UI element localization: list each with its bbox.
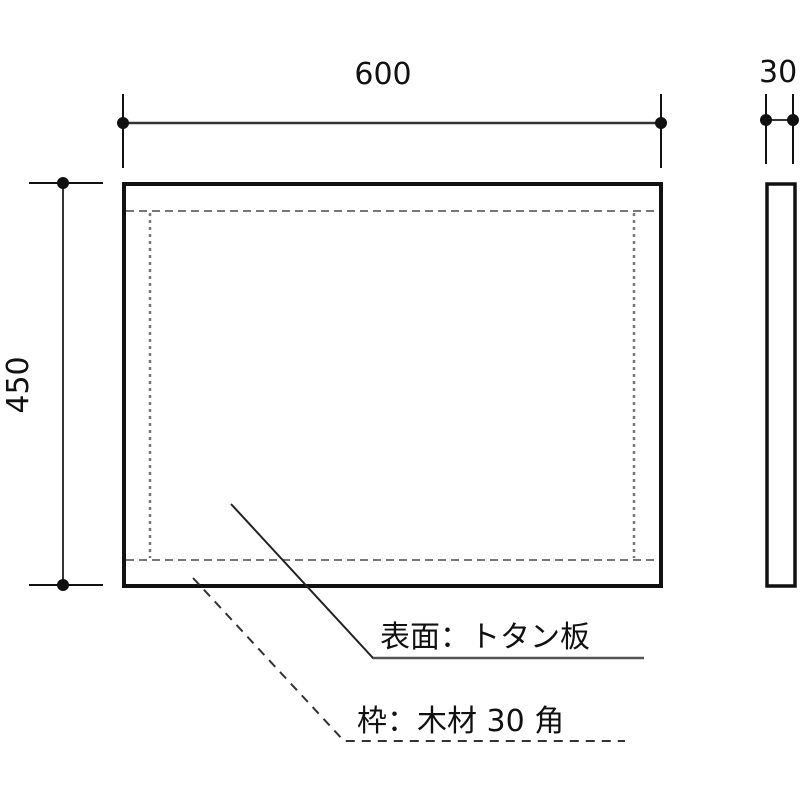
width-dot-left-icon xyxy=(117,117,129,129)
width-dot-right-icon xyxy=(655,117,667,129)
surface-label: 表面：トタン板 xyxy=(380,620,590,655)
frame-callout: 枠：木材 30 角 xyxy=(192,577,625,742)
height-dimension: 450 xyxy=(1,177,103,591)
front-view xyxy=(122,182,663,588)
width-value: 600 xyxy=(354,57,411,92)
width-dimension: 600 xyxy=(117,57,667,168)
depth-dimension: 30 xyxy=(759,55,799,164)
depth-value: 30 xyxy=(759,55,797,90)
height-dot-bottom-icon xyxy=(57,579,69,591)
height-dot-top-icon xyxy=(57,177,69,189)
side-view xyxy=(765,182,797,588)
surface-callout: 表面：トタン板 xyxy=(230,503,644,660)
depth-dot-right-icon xyxy=(787,114,799,126)
frame-label: 枠：木材 30 角 xyxy=(357,704,564,739)
height-value: 450 xyxy=(1,356,36,413)
side-profile xyxy=(765,182,797,588)
depth-dot-left-icon xyxy=(760,114,772,126)
outer-frame xyxy=(122,182,663,588)
